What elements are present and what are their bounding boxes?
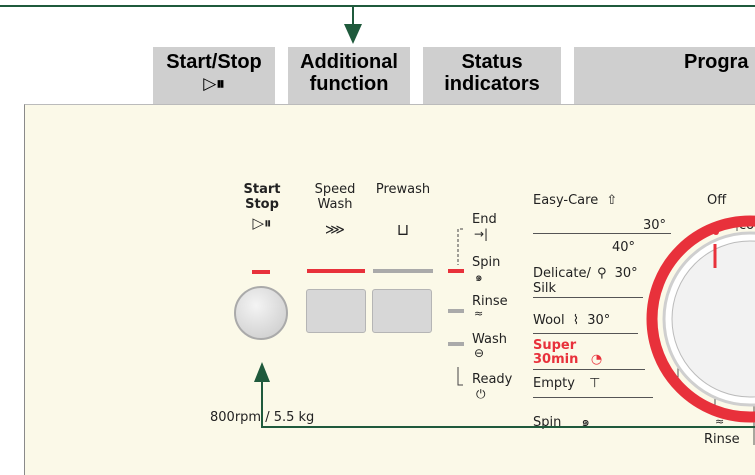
program-temp-40: 40° [612, 240, 636, 255]
status-wash-indicator [448, 342, 464, 346]
program-off[interactable]: Off [707, 193, 727, 208]
empty-icon: ⊤ [589, 376, 601, 391]
tab-status-label-2: indicators [444, 73, 540, 95]
status-rinse-label: Rinse [472, 294, 508, 309]
easy-care-icon: ⇧ [606, 193, 618, 208]
tab-program: Progra [574, 47, 755, 104]
program-dial[interactable] [560, 200, 755, 450]
start-stop-icon: ▷⏸ [203, 74, 225, 94]
tab-additional-function: Additional function [288, 47, 410, 104]
ready-icon: ⏻ [476, 387, 486, 401]
start-stop-button[interactable] [234, 286, 288, 340]
program-temp-30: 30° [643, 218, 667, 233]
prewash-button[interactable] [372, 289, 432, 333]
wool-icon: ⌇ [572, 313, 580, 328]
status-bracket [457, 228, 463, 386]
wash-icon: ⊖ [474, 346, 485, 360]
program-wool[interactable]: Wool ⌇ 30° [533, 313, 611, 328]
speed-wash-icon: ⋙ [325, 222, 345, 238]
program-empty[interactable]: Empty ⊤ [533, 376, 601, 391]
tab-status-label-1: Status [461, 51, 523, 73]
status-spin-indicator [448, 269, 464, 273]
end-icon: →| [474, 227, 489, 241]
program-rinse[interactable]: Rinse [704, 432, 740, 447]
program-divider [533, 233, 671, 234]
status-wash-label: Wash [472, 332, 508, 347]
tab-additional-label-1: Additional [300, 51, 398, 73]
down-arrow-icon [344, 24, 362, 44]
start-stop-label: Start Stop [243, 182, 281, 212]
speed-wash-indicator [307, 269, 365, 273]
prewash-indicator [373, 269, 433, 273]
speed-wash-button[interactable] [306, 289, 366, 333]
tab-status-indicators: Status indicators [423, 47, 561, 104]
program-delicate-silk[interactable]: Delicate/ ⚲ 30° Silk [533, 266, 638, 296]
top-connector-line [0, 5, 755, 44]
program-divider [533, 333, 638, 334]
program-divider [533, 397, 653, 398]
tab-start-stop: Start/Stop ▷⏸ [153, 47, 275, 104]
start-stop-icon: ▷⏸ [252, 214, 272, 232]
status-end-label: End [472, 212, 497, 227]
program-divider [533, 369, 645, 370]
tab-additional-label-2: function [309, 73, 389, 95]
tab-start-stop-label: Start/Stop [166, 51, 262, 73]
status-ready-label: Ready [472, 372, 513, 387]
speed-wash-label: Speed Wash [314, 182, 356, 212]
status-spin-label: Spin [472, 255, 501, 270]
rinse-program-icon: ≈ [715, 415, 725, 428]
tab-program-label: Progra [684, 51, 749, 73]
rinse-icon: ≈ [474, 307, 484, 320]
status-rinse-indicator [448, 309, 464, 313]
program-super-30min[interactable]: Super 30min ◔ [533, 338, 603, 367]
program-divider [533, 297, 643, 298]
off-dot-icon [713, 229, 719, 235]
spin-icon: ๑ [475, 270, 483, 284]
bottom-connector-line [254, 362, 755, 428]
spin-program-icon: ๑ [581, 415, 590, 430]
prewash-icon: ⊔ [396, 220, 410, 239]
delicate-icon: ⚲ [596, 266, 607, 281]
super-30min-icon: ◔ [590, 352, 603, 367]
start-stop-indicator [252, 270, 270, 274]
prewash-label: Prewash [375, 182, 431, 197]
up-arrow-icon [254, 362, 270, 382]
program-easy-care[interactable]: Easy-Care ⇧ [533, 193, 618, 208]
